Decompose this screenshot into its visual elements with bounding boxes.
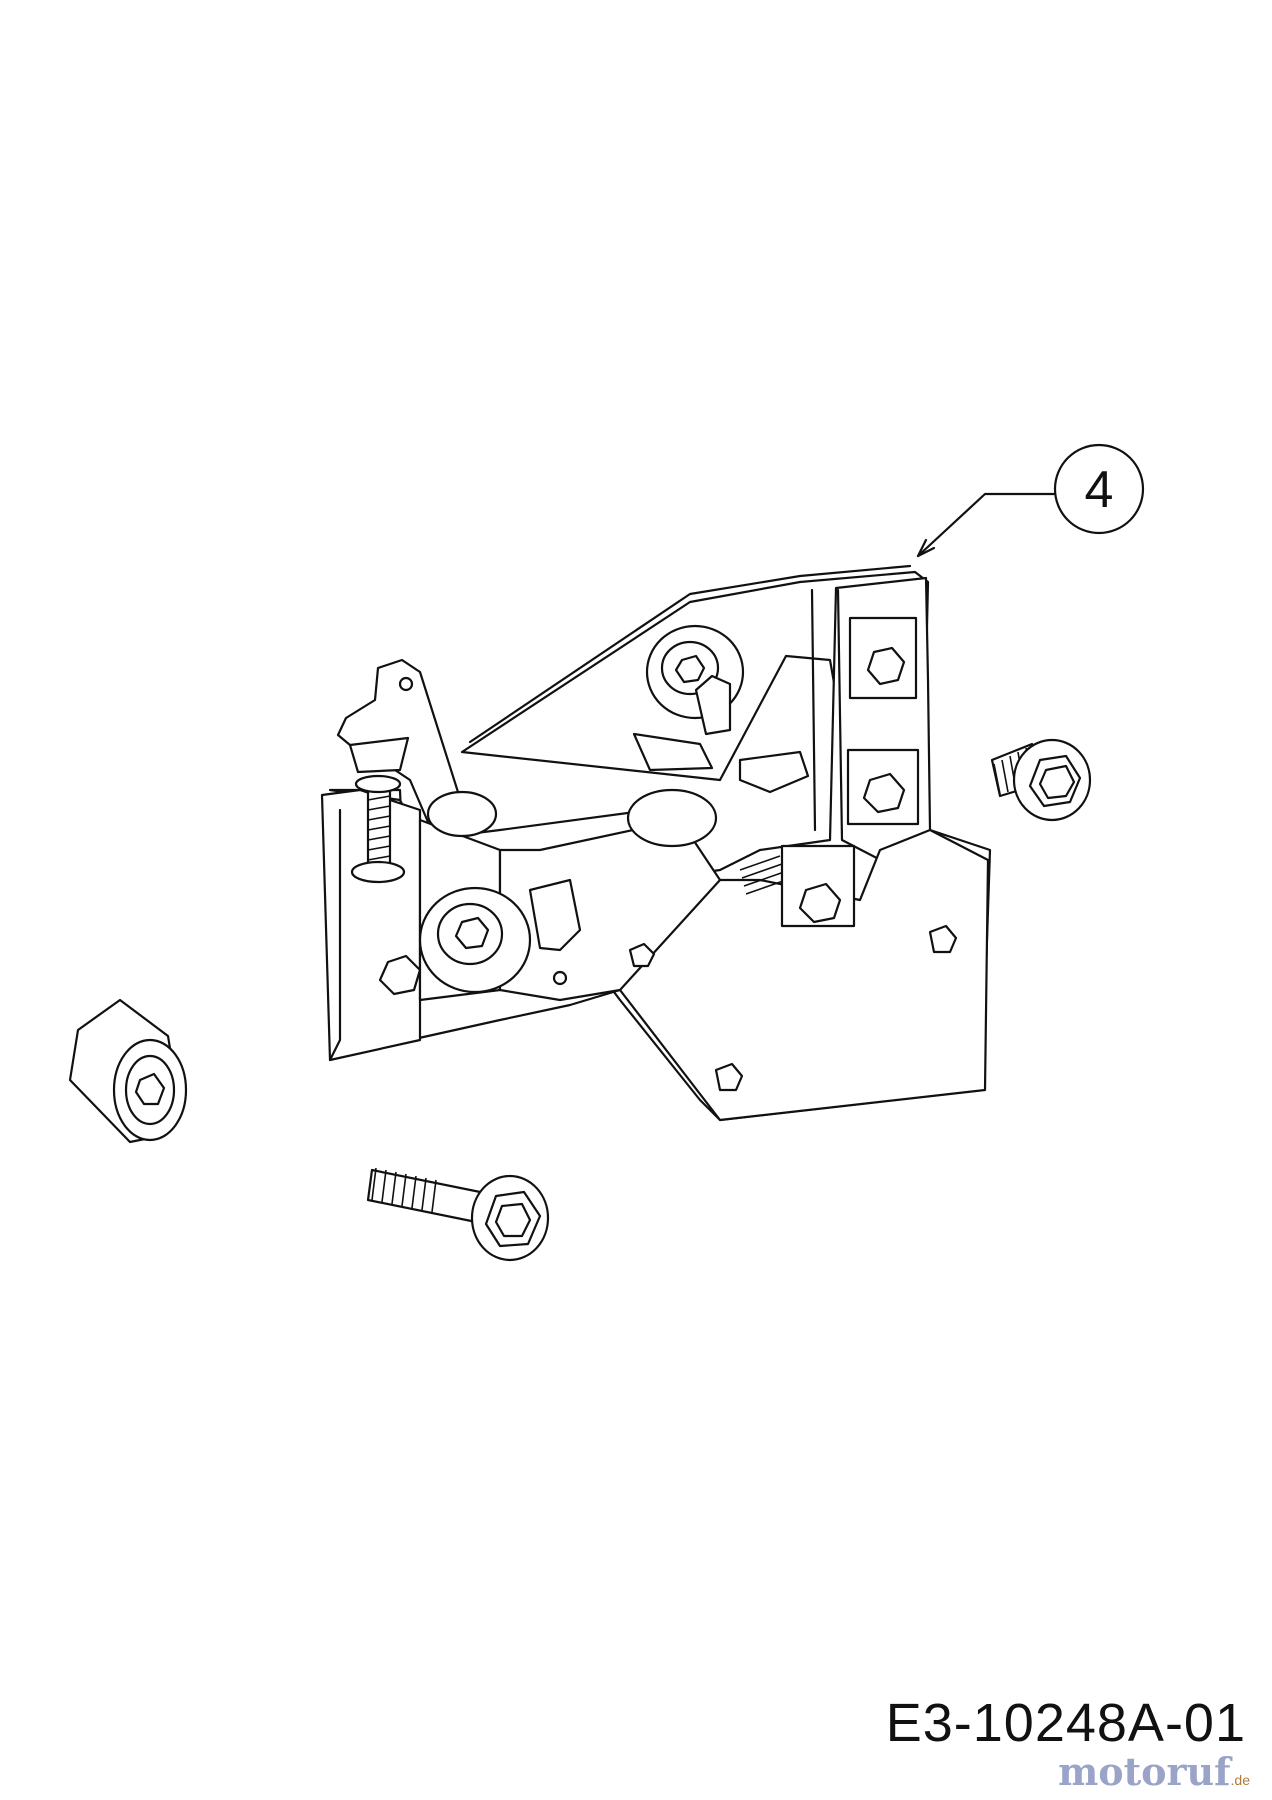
callout-label: 4 — [1085, 461, 1114, 519]
bolt-long — [366, 1167, 550, 1262]
bolt-short — [990, 738, 1092, 822]
spacer — [68, 998, 188, 1144]
callout-4: 4 — [916, 443, 1145, 558]
bracket-fastener — [848, 616, 918, 700]
watermark-tld: .de — [1230, 1772, 1250, 1788]
watermark-logo: motoruf.de — [1058, 1749, 1250, 1794]
bracket-fastener — [780, 844, 856, 928]
bracket-fastener — [846, 748, 920, 826]
bracket-fastener — [378, 954, 422, 996]
watermark-brand: motoruf — [1058, 1749, 1231, 1794]
diagram-code: E3-10248A-01 — [885, 1693, 1246, 1753]
bracket-assembly — [320, 564, 992, 1122]
